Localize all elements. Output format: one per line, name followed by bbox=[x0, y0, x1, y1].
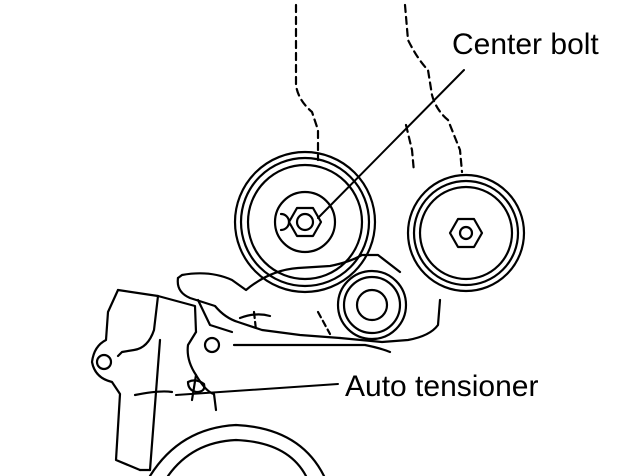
engine-outline-dashed bbox=[294, 3, 464, 174]
leader-line-auto-tensioner bbox=[175, 383, 339, 396]
main-pulley bbox=[233, 150, 377, 294]
auto-tensioner-label: Auto tensioner bbox=[345, 370, 539, 403]
small-pulley bbox=[336, 269, 408, 341]
center-bolt-head bbox=[279, 206, 323, 238]
tensioner-arm bbox=[176, 253, 442, 354]
leader-line-center-bolt bbox=[317, 69, 465, 219]
auto-tensioner-body bbox=[90, 288, 221, 472]
idler-pulley-right bbox=[406, 173, 526, 293]
lower-pulley-partial bbox=[148, 423, 326, 476]
center-bolt-label: Center bolt bbox=[452, 28, 599, 61]
